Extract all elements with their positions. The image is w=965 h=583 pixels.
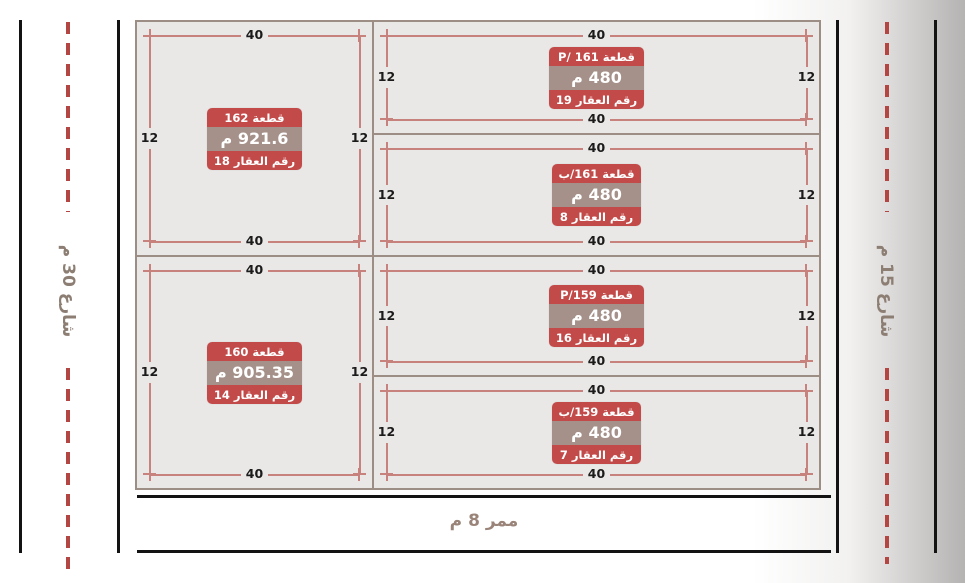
plot-name: قطعة 161/ب bbox=[551, 164, 642, 183]
plot-divider-right-row1 bbox=[374, 133, 819, 135]
plot-area: 480 م bbox=[551, 420, 642, 445]
street-right-centerline-top bbox=[885, 22, 889, 212]
dimension-bottom: 40 bbox=[149, 235, 360, 248]
plot-property-number: رقم العقار 16 bbox=[548, 328, 645, 347]
dimension-value: 40 bbox=[245, 233, 264, 249]
dimension-top: 40 bbox=[386, 384, 807, 397]
dimension-value: 12 bbox=[377, 69, 396, 85]
dimension-value: 40 bbox=[587, 353, 606, 369]
plot-divider-right-row3 bbox=[374, 375, 819, 377]
plot-property-number: رقم العقار 19 bbox=[548, 89, 645, 109]
plot-area: 480 م bbox=[551, 183, 642, 207]
street-right-outer-edge-line bbox=[934, 20, 937, 553]
dimension-right: 12 bbox=[797, 35, 816, 120]
plot-name: قطعة 162 bbox=[206, 107, 303, 127]
plot-cell-162: 40 40 12 12 قطعة 162 921.6 م رقم bbox=[137, 22, 372, 255]
plot-cell-161p: 40 40 12 12 قطعة 161 /P 480 م رقم bbox=[374, 22, 819, 133]
dimension-left: 12 bbox=[377, 270, 396, 362]
dimension-value: 12 bbox=[350, 364, 369, 380]
plot-cell-161b: 40 40 12 12 قطعة 161/ب 480 م رقم bbox=[374, 135, 819, 255]
dimension-value: 12 bbox=[797, 307, 816, 323]
plot-property-number: رقم العقار 14 bbox=[206, 384, 303, 404]
dimension-bottom: 40 bbox=[386, 113, 807, 126]
dimension-value: 12 bbox=[797, 424, 816, 440]
plot-name: قطعة 159/ب bbox=[551, 401, 642, 421]
plot-label: قطعة 161/ب 480 م رقم العقار 8 bbox=[551, 164, 642, 226]
dimension-value: 40 bbox=[587, 262, 606, 278]
dimension-left: 12 bbox=[140, 270, 159, 475]
plot-cell-159p: 40 40 12 12 قطعة 159/P 480 م رقم bbox=[374, 257, 819, 375]
dimension-bottom: 40 bbox=[386, 355, 807, 368]
dimension-right: 12 bbox=[350, 35, 369, 242]
street-left-centerline-bottom bbox=[66, 368, 70, 578]
plot-label: قطعة 159/P 480 م رقم العقار 16 bbox=[548, 285, 645, 347]
dimension-value: 12 bbox=[350, 130, 369, 146]
dimension-value: 12 bbox=[140, 364, 159, 380]
dimension-value: 12 bbox=[140, 130, 159, 146]
plot-property-number: رقم العقار 8 bbox=[551, 207, 642, 226]
dimension-top: 40 bbox=[149, 29, 360, 42]
plot-cell-159b: 40 40 12 12 قطعة 159/ب 480 م رقم bbox=[374, 377, 819, 488]
plot-name: قطعة 161 /P bbox=[548, 46, 645, 66]
street-left-centerline-top bbox=[66, 22, 70, 212]
plots-block: 40 40 12 12 قطعة 162 921.6 م رقم bbox=[135, 20, 821, 490]
plot-divider-horizontal-middle bbox=[137, 255, 819, 257]
dimension-top: 40 bbox=[149, 264, 360, 277]
dimension-left: 12 bbox=[377, 35, 396, 120]
plot-area: 921.6 م bbox=[206, 126, 303, 151]
dimension-value: 40 bbox=[245, 262, 264, 278]
dimension-top: 40 bbox=[386, 264, 807, 277]
corridor-top-line bbox=[137, 495, 831, 498]
dimension-left: 12 bbox=[377, 390, 396, 475]
plot-name: قطعة 160 bbox=[206, 341, 303, 361]
street-left-inner-edge-line bbox=[117, 20, 120, 553]
dimension-left: 12 bbox=[140, 35, 159, 242]
corridor-bottom-line bbox=[137, 550, 831, 553]
dimension-value: 40 bbox=[587, 111, 606, 127]
dimension-right: 12 bbox=[797, 390, 816, 475]
dimension-value: 12 bbox=[797, 186, 816, 202]
plot-property-number: رقم العقار 18 bbox=[206, 150, 303, 170]
dimension-bottom: 40 bbox=[386, 235, 807, 248]
dimension-top: 40 bbox=[386, 142, 807, 155]
street-left-label: شارع 30 م bbox=[58, 244, 78, 338]
plot-area: 480 م bbox=[548, 65, 645, 90]
dimension-value: 12 bbox=[377, 307, 396, 323]
plot-label: قطعة 162 921.6 م رقم العقار 18 bbox=[206, 107, 303, 170]
dimension-left: 12 bbox=[377, 148, 396, 242]
plot-label: قطعة 161 /P 480 م رقم العقار 19 bbox=[548, 46, 645, 109]
street-right-label: شارع 15 م bbox=[876, 244, 896, 338]
corridor-label: ممر 8 م bbox=[449, 511, 519, 531]
dimension-value: 40 bbox=[587, 233, 606, 249]
dimension-top: 40 bbox=[386, 29, 807, 42]
dimension-bottom: 40 bbox=[149, 468, 360, 481]
dimension-bottom: 40 bbox=[386, 468, 807, 481]
street-right-centerline-bottom bbox=[885, 368, 889, 564]
dimension-value: 40 bbox=[587, 27, 606, 43]
dimension-value: 12 bbox=[377, 424, 396, 440]
dimension-right: 12 bbox=[797, 148, 816, 242]
plot-name: قطعة 159/P bbox=[548, 285, 645, 304]
dimension-value: 40 bbox=[245, 27, 264, 43]
dimension-value: 40 bbox=[587, 466, 606, 482]
dimension-value: 12 bbox=[797, 69, 816, 85]
dimension-value: 12 bbox=[377, 186, 396, 202]
plot-cell-160: 40 40 12 12 قطعة 160 905.35 م رقم bbox=[137, 257, 372, 488]
plot-area: 480 م bbox=[548, 304, 645, 328]
dimension-value: 40 bbox=[587, 382, 606, 398]
plot-label: قطعة 160 905.35 م رقم العقار 14 bbox=[206, 341, 303, 404]
plot-area: 905.35 م bbox=[206, 360, 303, 385]
dimension-value: 40 bbox=[245, 466, 264, 482]
dimension-value: 40 bbox=[587, 140, 606, 156]
street-left-outer-edge-line bbox=[19, 20, 22, 553]
dimension-right: 12 bbox=[350, 270, 369, 475]
plot-label: قطعة 159/ب 480 م رقم العقار 7 bbox=[551, 401, 642, 464]
dimension-right: 12 bbox=[797, 270, 816, 362]
plot-property-number: رقم العقار 7 bbox=[551, 444, 642, 464]
street-right-inner-edge-line bbox=[836, 20, 839, 553]
